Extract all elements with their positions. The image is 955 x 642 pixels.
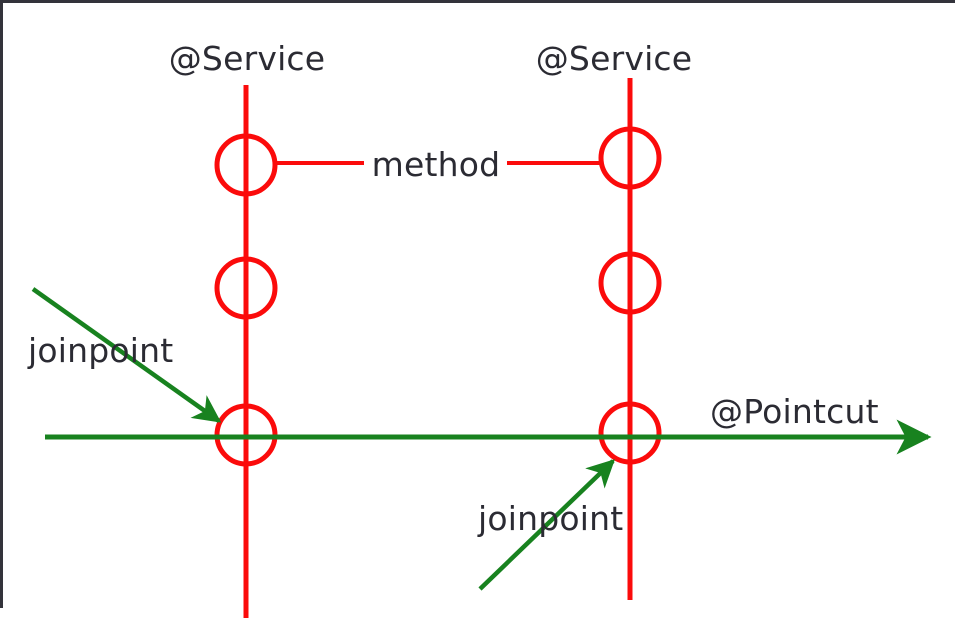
service-label-left: @Service [169,39,326,78]
joinpoint-circle-right-3[interactable] [598,401,662,465]
frame-top-border [0,0,955,3]
joinpoint-circle-right-2[interactable] [598,251,662,315]
method-label-backdrop [366,144,506,182]
service-line-right-group [598,78,662,600]
joinpoint-label-right: joinpoint [477,499,623,538]
joinpoint-circle-right-1[interactable] [598,126,662,190]
joinpoint-circle-left-1[interactable] [214,133,278,197]
joinpoint-left-arrow [31,287,222,423]
pointcut-label: @Pointcut [710,392,879,431]
joinpoint-label-left: joinpoint [27,331,173,370]
frame-left-border [0,0,3,608]
joinpoint-circle-left-2[interactable] [214,256,278,320]
method-label: method [372,145,501,184]
joinpoint-right-arrow [478,459,616,591]
service-label-right: @Service [536,39,693,78]
